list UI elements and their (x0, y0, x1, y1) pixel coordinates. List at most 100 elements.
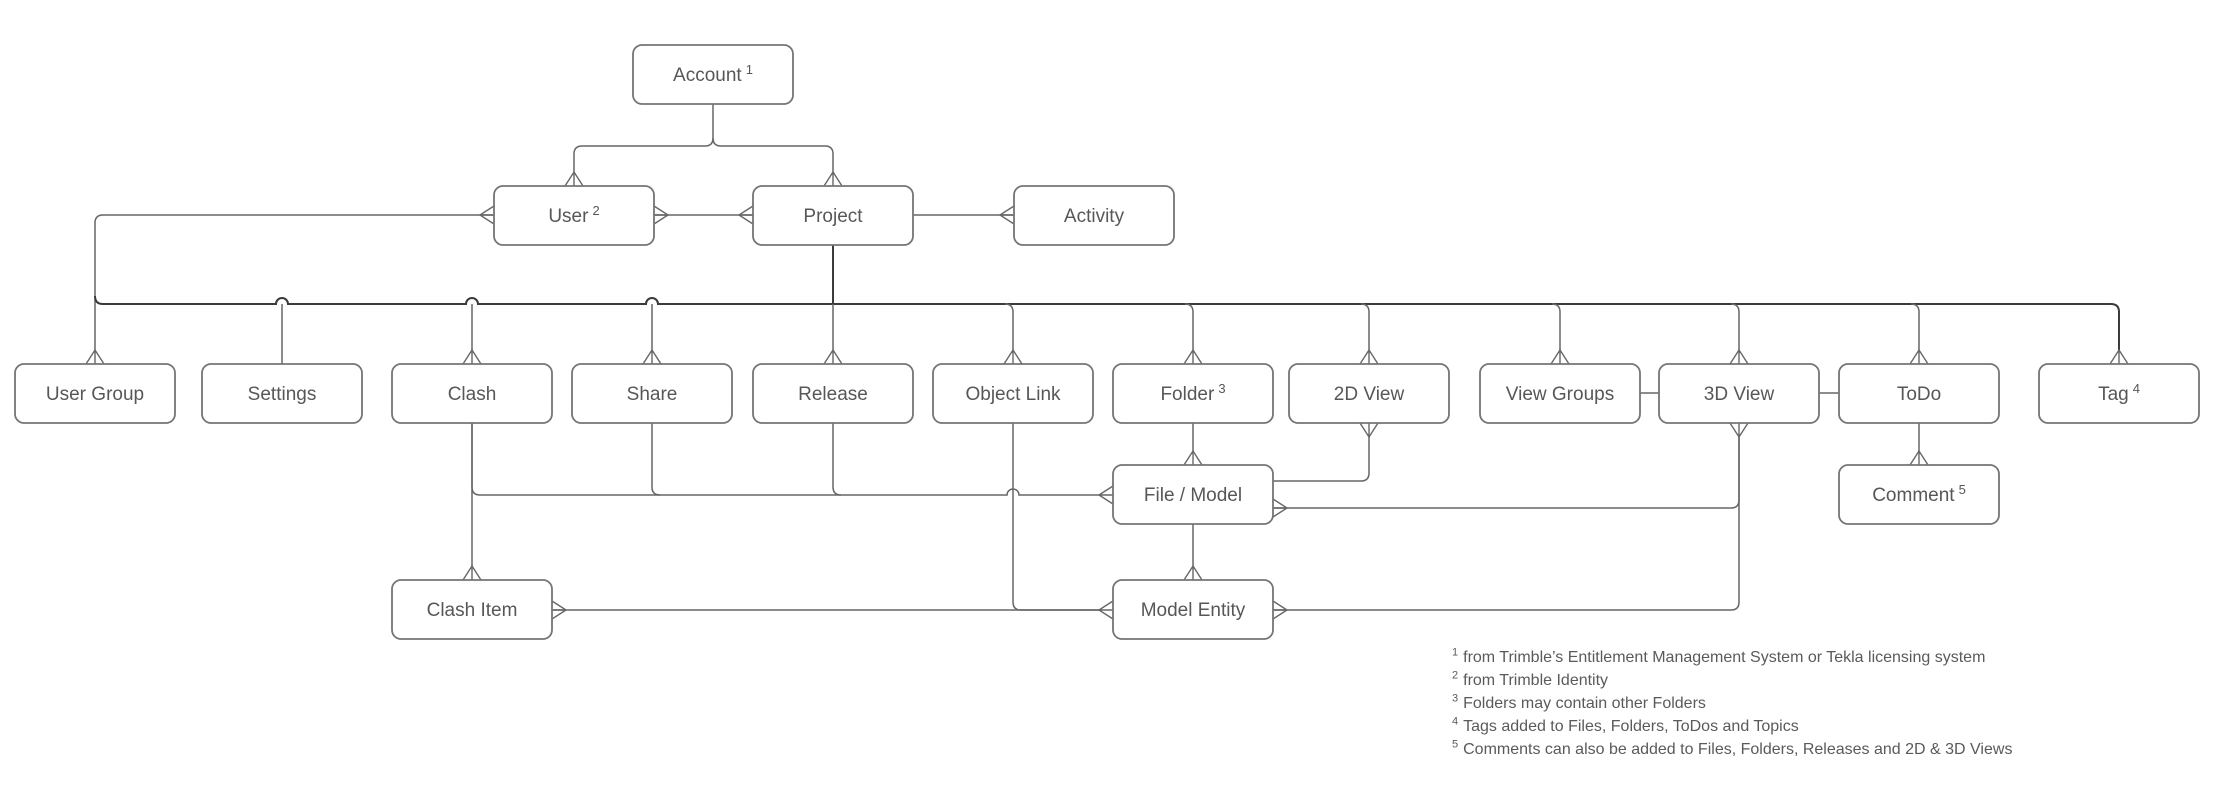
node-todo: ToDo (1838, 363, 2000, 424)
node-label-todo: ToDo (1897, 384, 1941, 405)
footnote-line-5: 5 Comments can also be added to Files, Fo… (1452, 738, 2012, 761)
crowfoot-project-top (823, 170, 843, 187)
footnote-text: from Trimble Identity (1463, 672, 1609, 689)
crowfoot-project-left (737, 205, 754, 225)
footnote-mark: 1 (1452, 646, 1459, 659)
node-box-model-entity (1112, 579, 1274, 640)
crowfoot-view-2d-top (1359, 348, 1379, 365)
edge-drop-view-groups (1551, 303, 1561, 350)
crowfoot-activity-left (998, 205, 1015, 225)
node-activity: Activity (1013, 185, 1175, 246)
node-label-clash: Clash (448, 384, 497, 405)
crowfoot-file-model-top (1183, 449, 1203, 466)
node-box-user-group (14, 363, 176, 424)
edge-user-user-group (94, 214, 494, 350)
edge-drop-folder (1184, 303, 1194, 350)
node-label-view-3d: 3D View (1704, 384, 1775, 405)
edge-drop-view-3d (1730, 303, 1740, 350)
crowfoot-share-top (642, 348, 662, 365)
footnote-text: Folders may contain other Folders (1463, 695, 1706, 712)
node-label-share: Share (627, 384, 678, 405)
node-label-object-link: Object Link (965, 384, 1061, 405)
node-label-superscript: 1 (746, 62, 753, 77)
edge-drop-view-2d (1360, 303, 1370, 350)
node-view-3d: 3D View (1658, 363, 1820, 424)
node-share: Share (571, 363, 733, 424)
crowfoot-model-entity-right (1272, 600, 1289, 620)
node-label-model-entity: Model Entity (1141, 600, 1246, 621)
crowfoot-layer (85, 170, 2129, 620)
node-label-release: Release (798, 384, 868, 405)
edge-drop-todo (1910, 303, 1920, 350)
node-label-superscript: 4 (2133, 381, 2140, 396)
crowfoot-release-top (823, 348, 843, 365)
edge-project-children-bus (94, 295, 2120, 350)
node-box-folder (1112, 363, 1274, 424)
crowfoot-view-groups-top (1550, 348, 1570, 365)
node-view-2d: 2D View (1288, 363, 1450, 424)
crowfoot-model-entity-left (1097, 600, 1114, 620)
node-box-object-link (932, 363, 1094, 424)
node-label-settings: Settings (248, 384, 317, 405)
node-box-clash (391, 363, 553, 424)
edge-drop-object-link (1004, 303, 1014, 350)
node-user-group: User Group (14, 363, 176, 424)
crowfoot-file-model-right (1272, 498, 1289, 518)
crowfoot-user-left (478, 205, 495, 225)
node-label-superscript: 5 (1959, 482, 1966, 497)
node-box-share (571, 363, 733, 424)
edge-object-link-model-entity (1012, 423, 1099, 611)
node-label-file-model: File / Model (1144, 485, 1242, 506)
node-box-user (493, 185, 655, 246)
node-box-todo (1838, 363, 2000, 424)
node-box-view-groups (1479, 363, 1641, 424)
edge-file-model-view-3d (1273, 437, 1740, 509)
footnote-line-4: 4 Tags added to Files, Folders, ToDos and… (1452, 715, 2012, 738)
edge-share-to-file-model (651, 423, 661, 496)
edge-model-entity-view-3d (1273, 437, 1740, 611)
node-model-entity: Model Entity (1112, 579, 1274, 640)
footnote-text: Tags added to Files, Folders, ToDos and … (1463, 718, 1799, 735)
crowfoot-file-model-left (1097, 485, 1114, 505)
node-box-clash-item (391, 579, 553, 640)
crowfoot-object-link-top (1003, 348, 1023, 365)
crowfoot-user-right (653, 205, 670, 225)
crowfoot-clash-top (462, 348, 482, 365)
edge-clash-to-file-model (471, 423, 481, 496)
crowfoot-model-entity-top (1183, 564, 1203, 581)
footnote-text: Comments can also be added to Files, Fol… (1463, 741, 2013, 758)
edge-account-user (573, 104, 714, 172)
node-label-superscript: 2 (592, 203, 599, 218)
node-label-view-2d: 2D View (1334, 384, 1405, 405)
edge-file-model-view-2d (1273, 437, 1370, 482)
node-box-account (632, 44, 794, 105)
node-label-superscript: 3 (1218, 381, 1225, 396)
crowfoot-view-3d-bottom (1729, 422, 1749, 439)
crowfoot-view-2d-bottom (1359, 422, 1379, 439)
crowfoot-clash-item-right (551, 600, 568, 620)
footnote-mark: 4 (1452, 715, 1459, 728)
edge-account-project (712, 137, 834, 172)
node-box-project (752, 185, 914, 246)
footnote-mark: 5 (1452, 738, 1459, 751)
crowfoot-clash-item-top (462, 564, 482, 581)
node-box-file-model (1112, 464, 1274, 525)
node-box-view-2d (1288, 363, 1450, 424)
node-box-activity (1013, 185, 1175, 246)
crowfoot-user-group-top (85, 348, 105, 365)
node-view-groups: View Groups (1479, 363, 1641, 424)
